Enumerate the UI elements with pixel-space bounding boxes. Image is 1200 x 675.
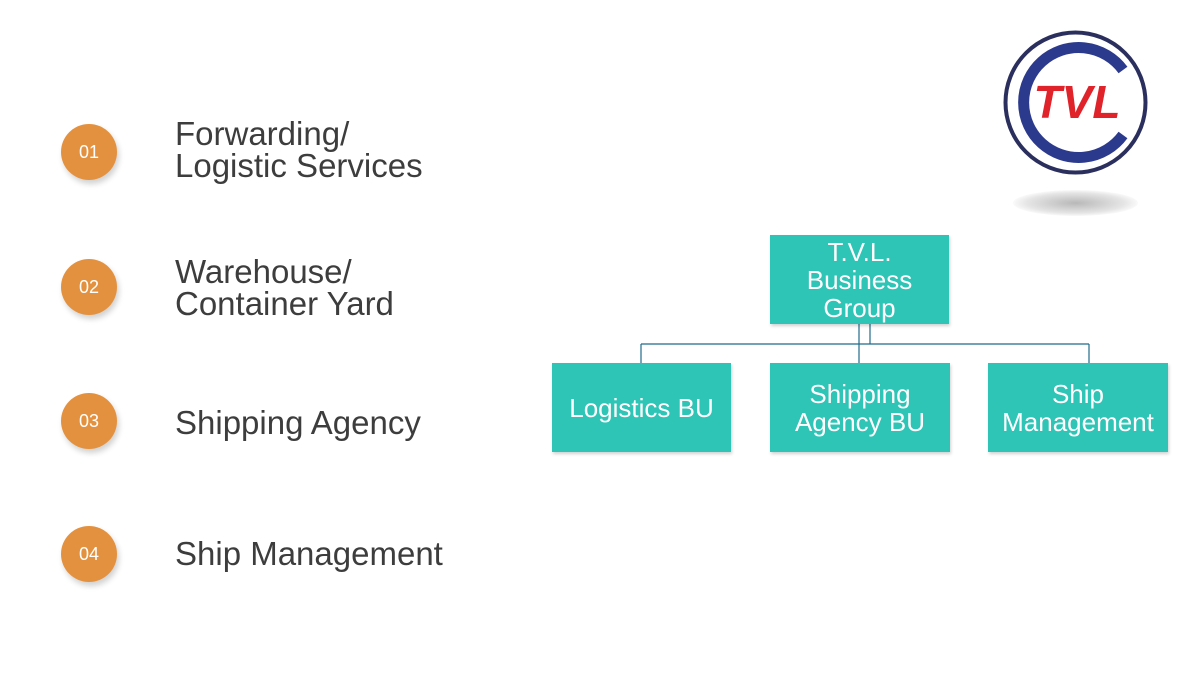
list-item-3: 03 Shipping Agency [0,381,520,461]
list-item-2: 02 Warehouse/ Container Yard [0,247,520,327]
org-node-label-line1: T.V.L. [827,236,892,267]
list-item-label-line1: Warehouse/ [175,253,352,290]
org-node-label-line2: Business [806,264,913,295]
list-item-label: Warehouse/ Container Yard [175,253,394,322]
logo-c-arc [1018,42,1128,163]
org-node-label: Ship Management [1002,380,1154,436]
org-node-label: T.V.L. Business Group [807,238,913,322]
org-node-label-line1: Shipping [809,378,911,409]
list-item-label-line2: Container Yard [175,285,394,322]
logo-text: TVL [1034,76,1121,128]
org-node-label-line1: Logistics BU [569,392,714,423]
list-item-label-line1: Shipping Agency [175,404,421,441]
org-node-root: T.V.L. Business Group [770,235,949,324]
tvl-logo: TVL [1003,30,1148,175]
org-node-label-line1: Ship [1051,378,1105,409]
list-item-label: Ship Management [175,535,443,572]
number-badge-03: 03 [61,393,117,449]
number-badge-02: 02 [61,259,117,315]
list-item-label-line2: Logistic Services [175,147,423,184]
number-badge-04: 04 [61,526,117,582]
list-item-1: 01 Forwarding/ Logistic Services [0,112,520,192]
logo-shadow [1013,190,1138,216]
list-item-label: Shipping Agency [175,404,421,441]
number-badge-01: 01 [61,124,117,180]
org-node-shipping-agency-bu: Shipping Agency BU [770,363,950,452]
list-item-4: 04 Ship Management [0,514,520,594]
org-node-label: Shipping Agency BU [795,380,925,436]
list-item-label-line1: Ship Management [175,535,443,572]
list-item-label: Forwarding/ Logistic Services [175,115,423,184]
org-node-label-line2: Management [1002,406,1154,437]
list-item-label-line1: Forwarding/ [175,115,350,152]
org-node-label-line3: Group [823,292,896,323]
org-node-logistics-bu: Logistics BU [552,363,731,452]
org-node-label: Logistics BU [569,394,714,422]
org-node-ship-management: Ship Management [988,363,1168,452]
org-node-label-line2: Agency BU [794,406,926,437]
